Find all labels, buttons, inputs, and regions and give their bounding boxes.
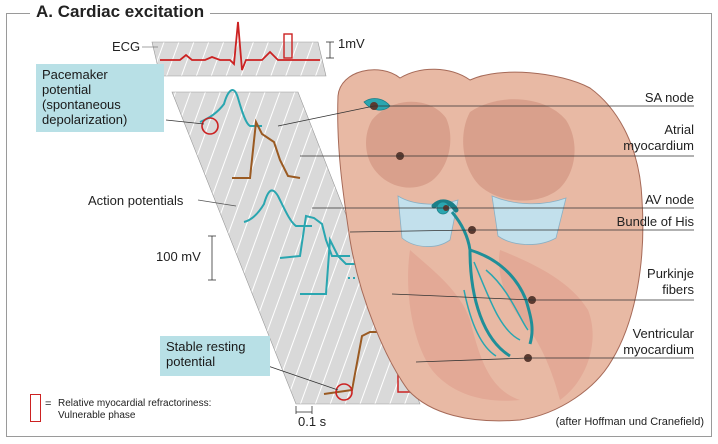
pacemaker-highlight-circle [201,117,219,135]
action-potential-strip [171,91,421,405]
stable-resting-callout: Stable resting potential [160,336,270,376]
purkinje-label-line2: fibers [662,282,694,297]
source-credit: (after Hoffman und Cranefield) [555,416,704,428]
pacemaker-callout-line1: Pacemaker [42,67,108,82]
av-node-ap-trace [243,189,312,227]
atrial-ap-trace [232,118,301,179]
sa-node-ap-trace [199,89,262,127]
legend-line2: Vulnerable phase [58,410,136,421]
bundle-of-his-label: Bundle of His [616,214,694,229]
atrial-label-line1: Atrial [664,122,694,137]
resting-highlight-circle [335,383,353,401]
refractoriness-legend-text: Relative myocardial refractoriness: Vuln… [58,398,211,422]
scale-1mv-label: 1mV [338,36,365,51]
pacemaker-callout-line4: depolarization) [42,112,128,127]
time-scale-label: 0.1 s [298,414,327,429]
refractoriness-legend-swatch [30,394,41,422]
stable-callout-line2: potential [166,354,216,369]
figure-frame [6,13,712,437]
sa-node-label: SA node [644,90,694,105]
scale-100mv-label: 100 mV [156,249,201,264]
ecg-label: ECG [112,39,141,54]
pacemaker-callout-line2: potential [42,82,92,97]
atrial-label-line2: myocardium [623,138,694,153]
purkinje-label-line1: Purkinje [647,266,694,281]
heart-illustration [337,68,644,422]
ventricular-label-line1: Ventricular [632,326,694,341]
pacemaker-callout-line3: (spontaneous [42,97,121,112]
leader-lines [277,105,694,363]
legend-equals: = [45,398,52,410]
ecg-vulnerable-marker [283,33,293,59]
ecg-trace [160,21,320,71]
action-potentials-label: Action potentials [88,193,184,208]
legend-line1: Relative myocardial refractoriness: [58,398,212,409]
figure-title: A. Cardiac excitation [30,2,211,22]
stable-callout-line1: Stable resting [166,339,246,354]
ventricular-label-line2: myocardium [623,342,694,357]
ecg-strip [151,41,327,77]
pacemaker-callout: Pacemaker potential (spontaneous depolar… [36,64,164,132]
av-node-label: AV node [645,192,694,207]
his-ap-trace [279,214,350,259]
